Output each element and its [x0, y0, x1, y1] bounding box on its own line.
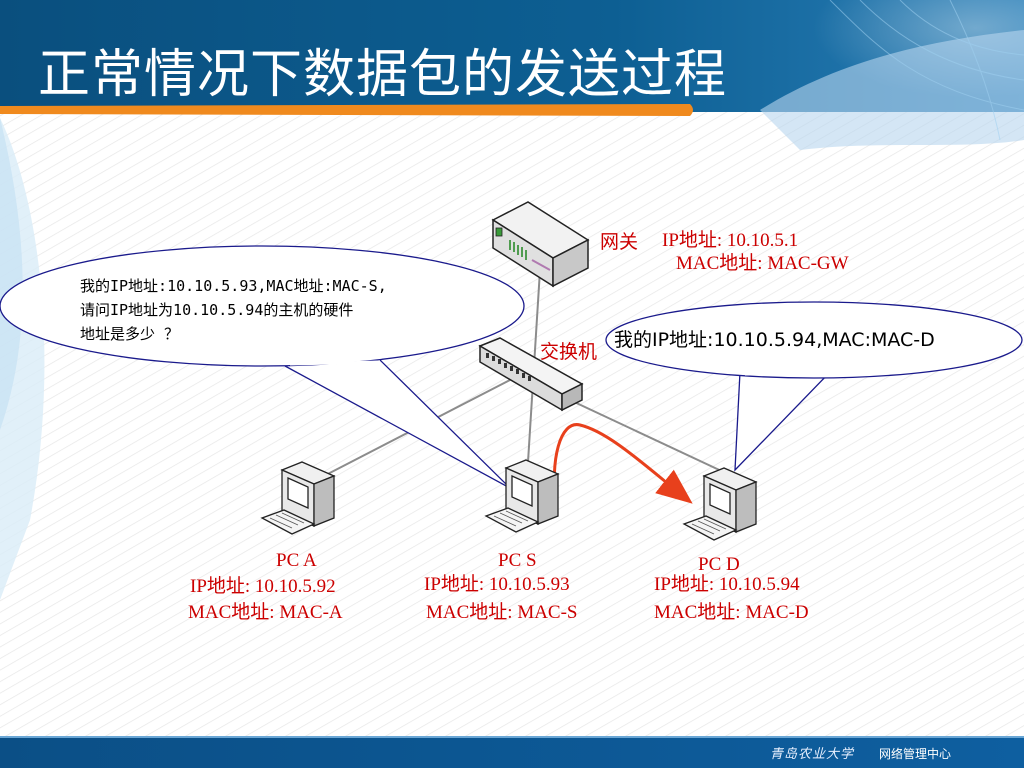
pcs-mac: MAC地址: MAC-S [426, 602, 578, 623]
pcd-name: PC D [698, 554, 740, 575]
pcs-name: PC S [498, 550, 537, 571]
switch-icon [478, 337, 584, 412]
pcs-ip: IP地址: 10.10.5.93 [424, 574, 570, 595]
gateway-ip: IP地址: 10.10.5.1 [662, 230, 799, 251]
answer-bubble [605, 301, 1023, 472]
computer-icon [682, 467, 758, 541]
gateway-mac: MAC地址: MAC-GW [676, 253, 849, 274]
question-line: 地址是多少 ？ [80, 325, 180, 343]
question-line: 我的IP地址:10.10.5.93,MAC地址:MAC-S, [80, 277, 387, 295]
switch-name: 交换机 [540, 342, 598, 363]
router-icon [491, 201, 590, 288]
pca-ip: IP地址: 10.10.5.92 [190, 576, 336, 597]
pcd-ip: IP地址: 10.10.5.94 [654, 574, 800, 595]
cable-switch-pcd [569, 399, 731, 476]
question-line: 请问IP地址为10.10.5.94的主机的硬件 [80, 301, 354, 319]
pcd-mac: MAC地址: MAC-D [654, 602, 809, 623]
answer-text: 我的IP地址:10.10.5.94,MAC:MAC-D [614, 329, 935, 351]
question-bubble [0, 245, 525, 489]
packet-arrow [552, 423, 693, 507]
computer-icon [484, 459, 560, 533]
page-title: 正常情况下数据包的发送过程 [38, 45, 728, 105]
footer-text: 网络管理中心 [879, 747, 952, 761]
university-logo: 青岛农业大学 [770, 747, 855, 762]
pca-mac: MAC地址: MAC-A [188, 602, 343, 623]
gateway-name: 网关 [600, 232, 639, 253]
pca-name: PC A [276, 550, 317, 571]
computer-icon [260, 461, 336, 535]
question-text: 我的IP地址:10.10.5.93,MAC地址:MAC-S, 请问IP地址为10… [80, 274, 500, 346]
